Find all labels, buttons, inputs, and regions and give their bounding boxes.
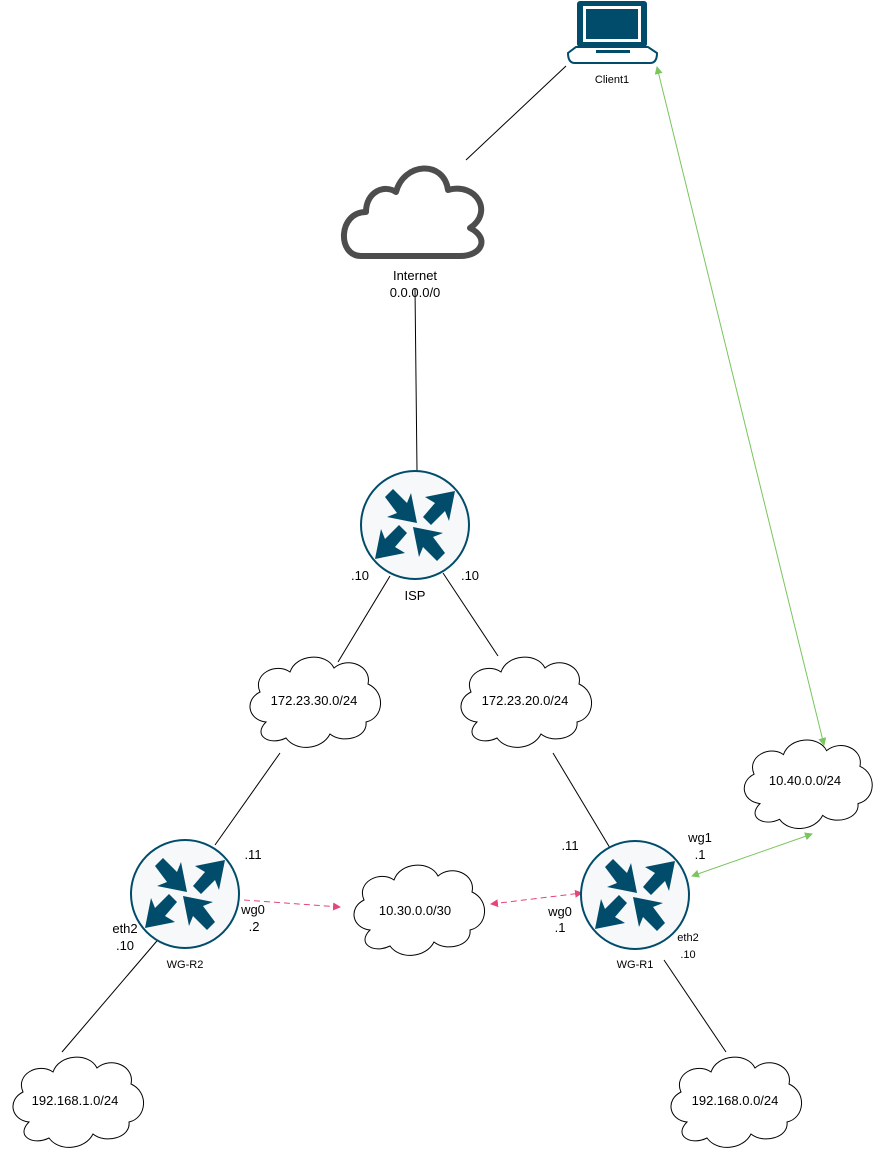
client1-label: Client1 [595,74,629,86]
link-172-23-20-wg-r1 [552,752,611,849]
wg-r2-wg0-label: wg0 [240,902,265,917]
isp-right-ip-label: .10 [461,568,479,583]
wg-r1-router[interactable]: WG-R1 .11 wg0 .1 wg1 .1 eth2 .10 [547,830,712,971]
wg-r2-eth2-ip-label: .10 [116,938,134,953]
isp-left-ip-label: .10 [351,568,369,583]
internet-node[interactable]: Internet 0.0.0.0/0 [341,165,485,300]
cloud-192-168-1-label: 192.168.1.0/24 [32,1093,119,1108]
cloud-192-168-0-label: 192.168.0.0/24 [692,1093,779,1108]
cloud-172-23-30-label: 172.23.30.0/24 [271,693,358,708]
wireguard-tunnel-wg-r1 [490,889,583,908]
wg-r1-uplink-ip-label: .11 [561,838,578,853]
internet-label: Internet [393,268,437,283]
client-tunnel-10-40-wg-r1 [691,832,813,878]
link-isp-172-23-30 [337,575,391,663]
cloud-10-40[interactable]: 10.40.0.0/24 [743,739,873,829]
wg-r1-wg0-label: wg0 [547,904,572,919]
isp-router[interactable]: ISP .10 .10 [351,470,479,603]
wg-r1-eth2-ip-label: .10 [680,949,695,961]
cloud-172-23-30[interactable]: 172.23.30.0/24 [249,656,382,748]
wg-r1-wg1-ip-label: .1 [695,847,706,862]
cloud-10-30-label: 10.30.0.0/30 [379,903,451,918]
router-icon [580,840,690,950]
isp-label: ISP [405,588,426,603]
client1-node[interactable]: Client1 [566,1,659,86]
wg-r1-wg1-label: wg1 [687,830,712,845]
wg-r2-wg0-ip-label: .2 [249,919,260,934]
internet-cloud-icon [341,165,485,259]
laptop-icon [566,1,659,64]
wireguard-tunnel-wg-r2 [243,899,341,911]
wg-r2-router[interactable]: WG-R2 .11 wg0 .2 eth2 .10 [112,839,265,971]
cloud-10-30[interactable]: 10.30.0.0/30 [353,864,486,956]
cloud-172-23-20-label: 172.23.20.0/24 [482,693,569,708]
link-client1-internet [465,65,567,161]
links [61,65,827,1053]
link-internet-isp [414,287,418,472]
wg-r2-uplink-ip-label: .11 [244,847,261,862]
wg-r1-wg0-ip-label: .1 [555,920,566,935]
link-wg-r1-192-168-0 [663,959,727,1053]
link-wg-r2-192-168-1 [61,934,163,1053]
cloud-172-23-20[interactable]: 172.23.20.0/24 [460,656,593,748]
router-icon [130,839,240,949]
wg-r1-label: WG-R1 [617,959,654,971]
cloud-192-168-0[interactable]: 192.168.0.0/24 [670,1056,803,1148]
link-isp-172-23-20 [442,572,499,657]
wg-r2-label: WG-R2 [167,959,204,971]
wg-r2-eth2-label: eth2 [112,921,137,936]
cloud-10-40-label: 10.40.0.0/24 [769,773,841,788]
router-icon [360,470,470,580]
client-tunnel-client1-10-40 [654,66,827,746]
wg-r1-eth2-label: eth2 [677,932,698,944]
cloud-192-168-1[interactable]: 192.168.1.0/24 [12,1056,145,1148]
internet-cidr-label: 0.0.0.0/0 [390,285,441,300]
link-172-23-30-wg-r2 [214,752,281,846]
